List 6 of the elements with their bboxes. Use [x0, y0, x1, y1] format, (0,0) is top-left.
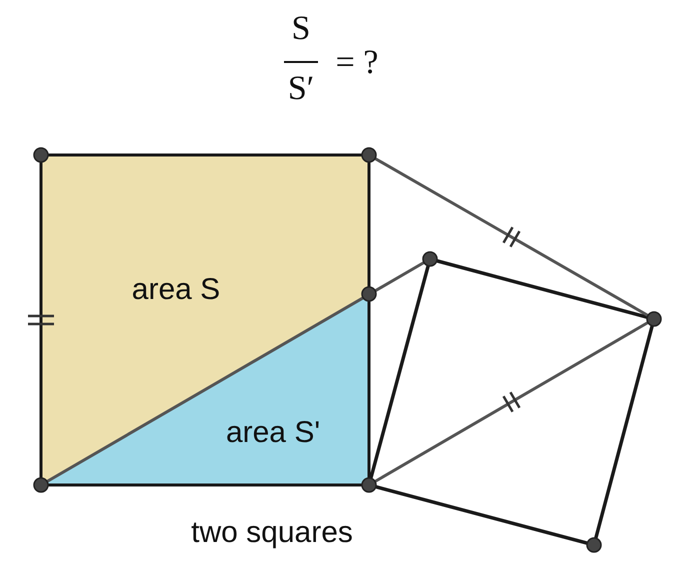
formula-text: S [292, 12, 310, 46]
formula-text: = ? [336, 46, 378, 80]
formula-text: S′ [288, 72, 314, 106]
area-label: area S' [226, 418, 320, 448]
area-label: two squares [191, 518, 353, 548]
area-label: area S [132, 275, 220, 305]
